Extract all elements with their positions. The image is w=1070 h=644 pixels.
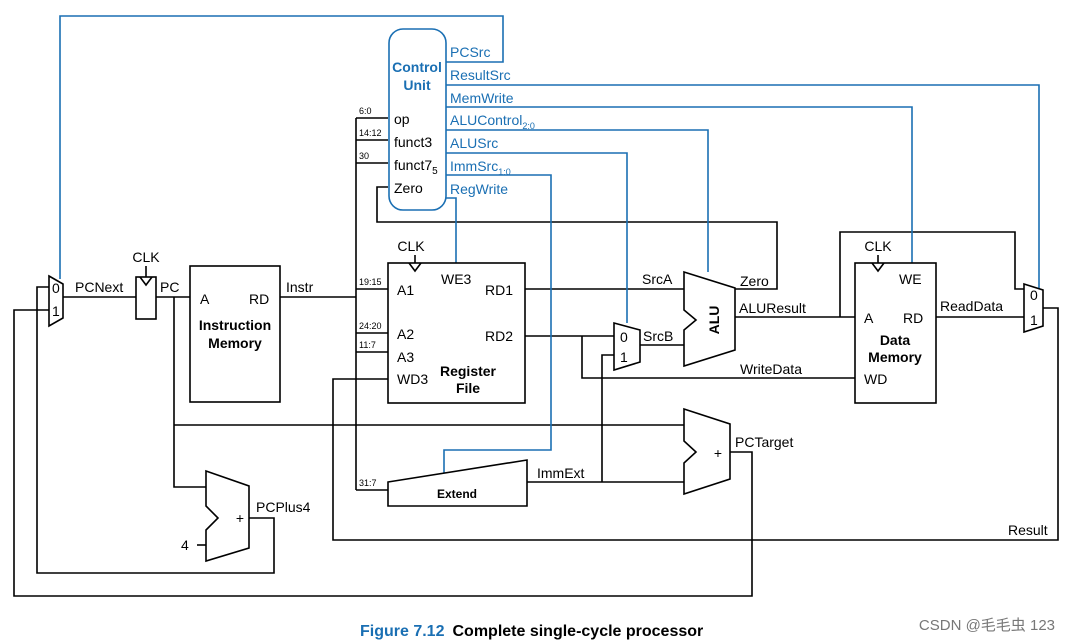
result-mux-in0: 0 (1030, 287, 1038, 303)
constant-four: 4 (181, 537, 189, 553)
field-a2: 24:20 (359, 321, 382, 331)
srcb-mux (613, 321, 641, 372)
srca-label: SrcA (642, 271, 673, 287)
result-mux (1023, 282, 1044, 334)
pc-label: PC (160, 279, 179, 295)
writedata-label: WriteData (740, 361, 802, 377)
control-unit-title-line2: Unit (403, 77, 431, 93)
watermark: CSDN @毛毛虫 123 (919, 617, 1055, 634)
alu (683, 270, 736, 368)
cu-output-immsrc: ImmSrc1:0 (450, 158, 511, 177)
pcplus4-adder (205, 469, 250, 563)
result-mux-in1: 1 (1030, 312, 1038, 328)
dm-port-we: WE (899, 271, 922, 287)
rf-port-a2: A2 (397, 326, 414, 342)
rf-title-line2: File (456, 380, 480, 396)
field-op: 6:0 (359, 106, 372, 116)
im-title-line2: Memory (208, 335, 262, 351)
readdata-label: ReadData (940, 298, 1003, 314)
rf-port-rd1: RD1 (485, 282, 513, 298)
dm-port-rd: RD (903, 310, 923, 326)
cu-input-funct3: funct3 (394, 134, 432, 150)
srcb-mux-in1: 1 (620, 349, 628, 365)
aluresult-label: ALUResult (739, 300, 806, 316)
pctarget-label: PCTarget (735, 434, 793, 450)
rf-port-we3: WE3 (441, 271, 472, 287)
cu-input-zero: Zero (394, 180, 423, 196)
dm-port-a: A (864, 310, 874, 326)
cu-output-pcsrc: PCSrc (450, 44, 490, 60)
rf-port-wd3: WD3 (397, 371, 428, 387)
register-file (387, 262, 526, 404)
rf-clock-edge (408, 262, 422, 273)
rf-port-a1: A1 (397, 282, 414, 298)
instr-label: Instr (286, 279, 314, 295)
pcsrc-mux-in0: 0 (52, 280, 60, 296)
pc-register (135, 276, 157, 320)
cu-output-regwrite: RegWrite (450, 181, 508, 197)
cu-input-op: op (394, 111, 410, 127)
alu-zero-label: Zero (740, 273, 769, 289)
im-title-line1: Instruction (199, 317, 271, 333)
dm-title-line1: Data (880, 332, 911, 348)
extend-unit (387, 459, 528, 507)
field-a1: 19:15 (359, 277, 382, 287)
pc-clock-edge (139, 276, 153, 287)
field-a3: 11:7 (359, 340, 376, 350)
field-imm: 31:7 (359, 478, 377, 488)
alu-label: ALU (706, 306, 722, 335)
srcb-mux-in0: 0 (620, 329, 628, 345)
cu-input-funct7: funct75 (394, 157, 438, 177)
cu-output-alucontrol: ALUControl2:0 (450, 112, 535, 131)
rf-title-line1: Register (440, 363, 497, 379)
dm-clk-label: CLK (864, 238, 892, 254)
pcplus4-adder-plus: + (236, 510, 244, 526)
result-label: Result (1008, 522, 1048, 538)
extend-label: Extend (437, 487, 477, 501)
srcb-label: SrcB (643, 328, 673, 344)
dm-clock-edge (871, 262, 885, 273)
pctarget-adder (683, 407, 731, 496)
immext-label: ImmExt (537, 465, 585, 481)
rf-clk-label: CLK (397, 238, 425, 254)
pcsrc-mux-in1: 1 (52, 303, 60, 319)
field-funct7: 30 (359, 151, 369, 161)
pcnext-label: PCNext (75, 279, 123, 295)
dm-title-line2: Memory (868, 349, 922, 365)
pcsrc-mux (48, 274, 64, 328)
field-funct3: 14:12 (359, 128, 382, 138)
rf-port-rd2: RD2 (485, 328, 513, 344)
im-port-a: A (200, 291, 210, 307)
pctarget-adder-plus: + (714, 445, 722, 461)
control-unit-title-line1: Control (392, 59, 442, 75)
im-port-rd: RD (249, 291, 269, 307)
rf-port-a3: A3 (397, 349, 414, 365)
control-unit (388, 28, 447, 211)
pcplus4-label: PCPlus4 (256, 499, 311, 515)
dm-port-wd: WD (864, 371, 887, 387)
instruction-memory (189, 265, 281, 403)
cu-output-alusrc: ALUSrc (450, 135, 498, 151)
cu-output-memwrite: MemWrite (450, 90, 514, 106)
cu-output-resultsrc: ResultSrc (450, 67, 511, 83)
data-memory (854, 262, 937, 404)
pc-clk-label: CLK (132, 249, 160, 265)
